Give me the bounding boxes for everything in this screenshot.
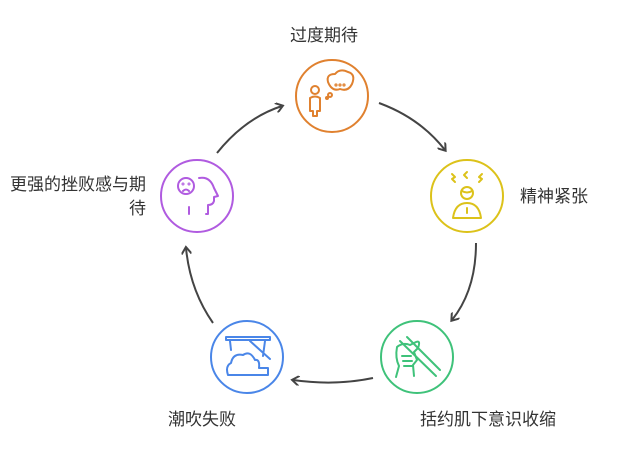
step-label-1: 过度期待 (290, 26, 358, 46)
arrow-4-to-5 (186, 248, 214, 324)
stressed-person-icon (430, 159, 504, 233)
failed-fountain-icon (210, 320, 284, 394)
step-label-5: 更强的挫败感与期待 (10, 175, 146, 219)
arrow-2-to-3 (452, 242, 477, 320)
step-label-3: 括约肌下意识收缩 (420, 410, 556, 430)
arrow-3-to-4 (293, 378, 374, 383)
person-thought-bubble-icon (295, 59, 369, 133)
sad-head-icon (160, 159, 234, 233)
clenched-fist-icon (380, 320, 454, 394)
arrow-5-to-1 (216, 106, 282, 154)
step-label-2: 精神紧张 (520, 187, 588, 207)
step-label-4: 潮吹失败 (168, 410, 236, 430)
arrow-1-to-2 (378, 102, 445, 150)
